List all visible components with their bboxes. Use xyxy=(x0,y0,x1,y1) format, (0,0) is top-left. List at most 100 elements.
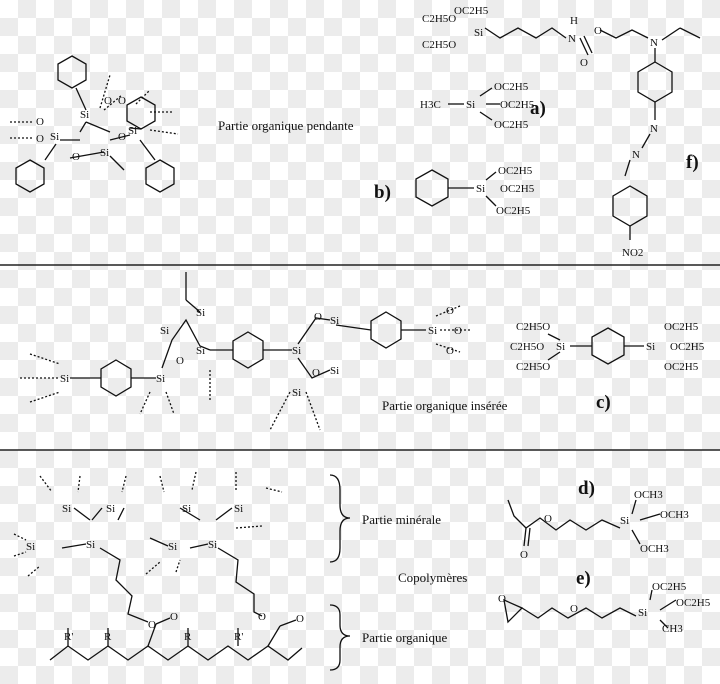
svg-text:Si: Si xyxy=(292,387,301,399)
phenyl-ring xyxy=(415,169,449,207)
svg-text:N: N xyxy=(650,123,658,135)
svg-text:OC2H5: OC2H5 xyxy=(454,5,489,17)
precursor-c xyxy=(547,327,644,365)
svg-text:Si: Si xyxy=(208,539,217,551)
letter-b: b) xyxy=(374,182,391,203)
phenylene-ring xyxy=(591,327,625,365)
svg-text:O: O xyxy=(36,133,44,145)
svg-text:OC2H5: OC2H5 xyxy=(500,183,535,195)
svg-text:O: O xyxy=(580,57,588,69)
svg-text:N: N xyxy=(650,37,658,49)
svg-text:NO2: NO2 xyxy=(622,247,643,259)
svg-text:O: O xyxy=(446,345,454,357)
svg-text:Si: Si xyxy=(638,607,647,619)
svg-text:OC2H5: OC2H5 xyxy=(664,361,699,373)
precursor-e xyxy=(503,589,677,629)
propyl-linker xyxy=(99,547,149,623)
inserted-network xyxy=(20,272,470,431)
label-copolymeres: Copolymères xyxy=(398,570,468,585)
svg-text:OC2H5: OC2H5 xyxy=(494,119,529,131)
phenylene-ring xyxy=(100,359,132,397)
svg-text:N: N xyxy=(568,33,576,45)
svg-text:O: O xyxy=(176,355,184,367)
svg-text:Si: Si xyxy=(62,503,71,515)
svg-text:O: O xyxy=(454,325,462,337)
letter-c: c) xyxy=(596,392,611,413)
svg-text:O: O xyxy=(72,151,80,163)
brace-organique xyxy=(329,604,351,671)
atom-labels: Si O O Si Si O O Si O O C2H5O C2H5O OC2H… xyxy=(26,5,711,643)
benzene-ring xyxy=(612,185,648,227)
svg-text:Si: Si xyxy=(128,125,137,137)
label-organique: Partie organique xyxy=(362,630,448,645)
svg-text:O: O xyxy=(104,95,112,107)
svg-text:Si: Si xyxy=(428,325,437,337)
svg-text:Si: Si xyxy=(196,345,205,357)
label-minerale: Partie minérale xyxy=(362,512,442,527)
svg-text:OC2H5: OC2H5 xyxy=(670,341,705,353)
svg-text:OC2H5: OC2H5 xyxy=(652,581,687,593)
svg-text:Si: Si xyxy=(330,315,339,327)
svg-text:Si: Si xyxy=(182,503,191,515)
svg-text:O: O xyxy=(258,611,266,623)
phenyl-ring xyxy=(15,159,45,193)
brace-minerale xyxy=(329,474,351,563)
svg-text:Si: Si xyxy=(646,341,655,353)
letter-d: d) xyxy=(578,478,595,499)
svg-text:C2H5O: C2H5O xyxy=(422,39,456,51)
precursor-d xyxy=(507,499,661,547)
precursor-f xyxy=(484,27,701,240)
copolymer-network xyxy=(13,471,303,661)
svg-text:OCH3: OCH3 xyxy=(634,489,663,501)
svg-text:C2H5O: C2H5O xyxy=(516,361,550,373)
svg-text:H: H xyxy=(570,15,578,27)
svg-text:O: O xyxy=(170,611,178,623)
svg-text:O: O xyxy=(570,603,578,615)
svg-text:Si: Si xyxy=(168,541,177,553)
svg-text:OC2H5: OC2H5 xyxy=(498,165,533,177)
svg-text:Si: Si xyxy=(160,325,169,337)
svg-text:Si: Si xyxy=(60,373,69,385)
svg-text:OC2H5: OC2H5 xyxy=(664,321,699,333)
phenylene-ring xyxy=(370,311,402,349)
svg-text:OCH3: OCH3 xyxy=(640,543,669,555)
svg-text:OC2H5: OC2H5 xyxy=(496,205,531,217)
precursor-a xyxy=(448,87,500,121)
svg-text:Si: Si xyxy=(196,307,205,319)
label-inseree: Partie organique insérée xyxy=(382,398,508,413)
svg-text:OC2H5: OC2H5 xyxy=(676,597,711,609)
svg-text:N: N xyxy=(632,149,640,161)
letter-f: f) xyxy=(686,152,699,173)
pendant-network xyxy=(10,55,179,193)
svg-text:Si: Si xyxy=(556,341,565,353)
benzene-ring xyxy=(637,61,673,103)
svg-text:O: O xyxy=(498,593,506,605)
svg-text:Si: Si xyxy=(466,99,475,111)
svg-text:Si: Si xyxy=(476,183,485,195)
label-pendante: Partie organique pendante xyxy=(218,118,354,133)
svg-text:Si: Si xyxy=(474,27,483,39)
precursor-b xyxy=(415,169,497,207)
svg-text:Si: Si xyxy=(80,109,89,121)
svg-text:OC2H5: OC2H5 xyxy=(500,99,535,111)
svg-text:Si: Si xyxy=(156,373,165,385)
phenylene-ring xyxy=(232,331,264,369)
svg-text:O: O xyxy=(594,25,602,37)
svg-text:Si: Si xyxy=(86,539,95,551)
svg-text:O: O xyxy=(520,549,528,561)
svg-text:R': R' xyxy=(234,631,243,643)
svg-text:R: R xyxy=(184,631,192,643)
svg-text:O: O xyxy=(118,131,126,143)
svg-text:O: O xyxy=(148,619,156,631)
svg-text:Si: Si xyxy=(234,503,243,515)
svg-text:Si: Si xyxy=(620,515,629,527)
svg-text:O: O xyxy=(312,367,320,379)
svg-text:Si: Si xyxy=(106,503,115,515)
letter-a: a) xyxy=(530,98,546,119)
svg-text:O: O xyxy=(314,311,322,323)
svg-text:R': R' xyxy=(64,631,73,643)
svg-text:O: O xyxy=(118,95,126,107)
svg-text:H3C: H3C xyxy=(420,99,441,111)
polymer-backbone xyxy=(49,645,303,661)
